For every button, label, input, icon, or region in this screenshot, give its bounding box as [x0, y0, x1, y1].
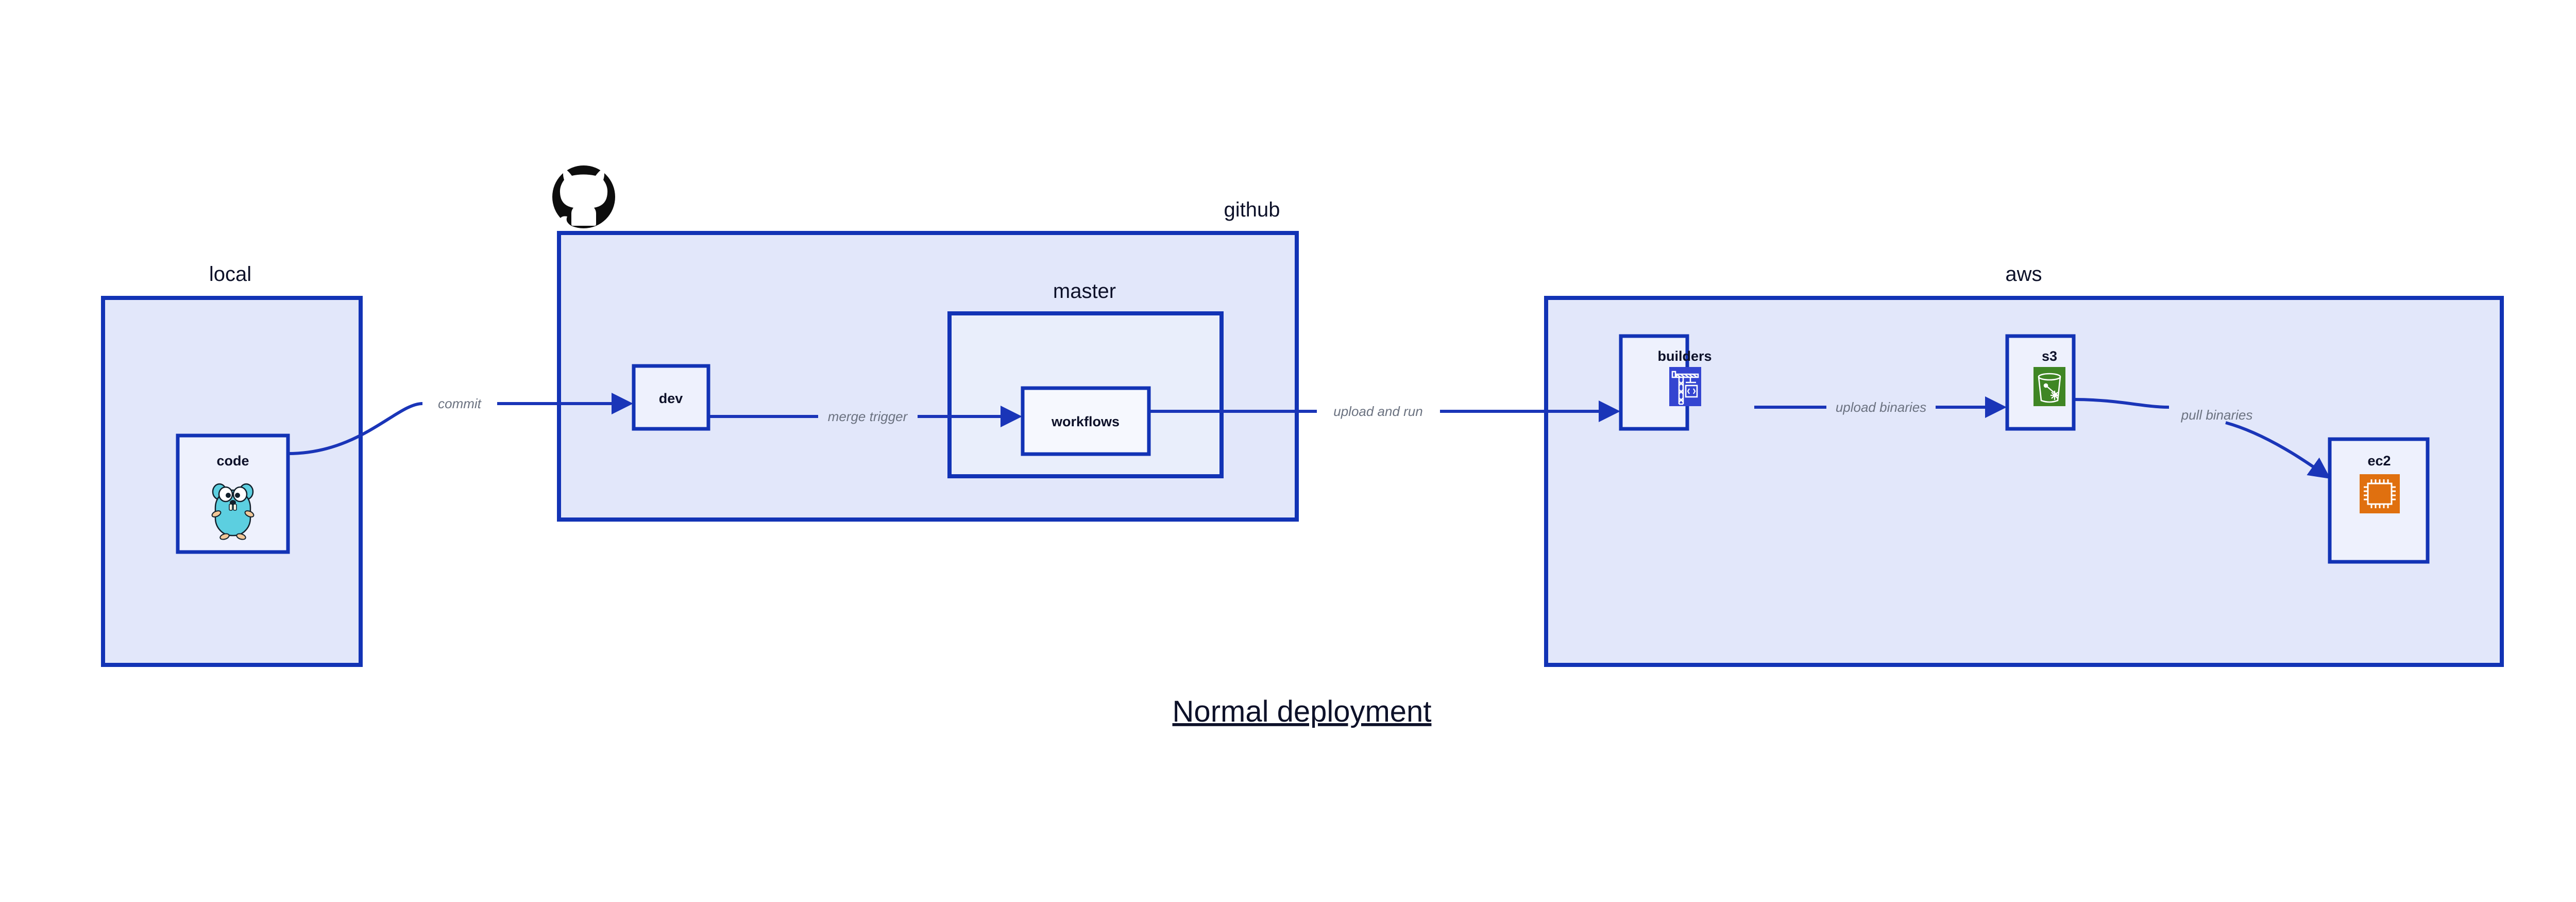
- edge-upload-binaries: upload binaries: [1754, 396, 2007, 418]
- diagram-title: Normal deployment: [1173, 695, 1432, 728]
- node-builders[interactable]: builders: [1619, 334, 1712, 431]
- go-gopher-icon: [211, 483, 255, 540]
- edge-merge-trigger: merge trigger: [708, 406, 1022, 427]
- node-workflows-label: workflows: [1051, 414, 1120, 429]
- node-ec2[interactable]: ec2: [2328, 437, 2430, 564]
- node-dev-rect[interactable]: [632, 364, 710, 431]
- node-s3[interactable]: s3: [2005, 334, 2076, 431]
- edge-upload-binaries-label: upload binaries: [1836, 399, 1926, 415]
- node-s3-label: s3: [2042, 348, 2057, 364]
- node-dev[interactable]: dev: [632, 364, 710, 431]
- edge-upload-and-run-label: upload and run: [1333, 404, 1422, 419]
- edge-pull-binaries-label: pull binaries: [2181, 407, 2253, 423]
- node-workflows-rect[interactable]: [1021, 386, 1151, 456]
- group-master-label: master: [1053, 280, 1116, 303]
- edge-upload-and-run: upload and run: [1149, 400, 1620, 422]
- group-aws-label: aws: [2005, 263, 2042, 286]
- s3-bucket-icon: [2033, 367, 2065, 406]
- node-builders-label: builders: [1657, 348, 1711, 364]
- ec2-chip-icon: [2360, 474, 2400, 513]
- node-ec2-label: ec2: [2367, 453, 2391, 469]
- group-github-label: github: [1224, 198, 1280, 221]
- edge-commit: commit: [287, 393, 633, 455]
- edge-pull-binaries: pull binaries: [2073, 398, 2331, 479]
- node-code-label: code: [216, 453, 249, 469]
- edge-pull-binaries-line-left: [2073, 398, 2170, 409]
- edge-commit-line-left: [287, 402, 423, 455]
- node-workflows[interactable]: workflows: [1021, 386, 1151, 456]
- edge-pull-binaries-line-right: [2225, 421, 2331, 479]
- github-octocat-logo: [552, 165, 615, 228]
- edge-commit-label: commit: [438, 396, 482, 411]
- crane-code-icon: [1669, 367, 1701, 406]
- edge-merge-trigger-label: merge trigger: [828, 409, 908, 424]
- node-code[interactable]: code: [176, 433, 290, 554]
- group-local-label: local: [209, 263, 251, 286]
- node-dev-label: dev: [659, 391, 683, 406]
